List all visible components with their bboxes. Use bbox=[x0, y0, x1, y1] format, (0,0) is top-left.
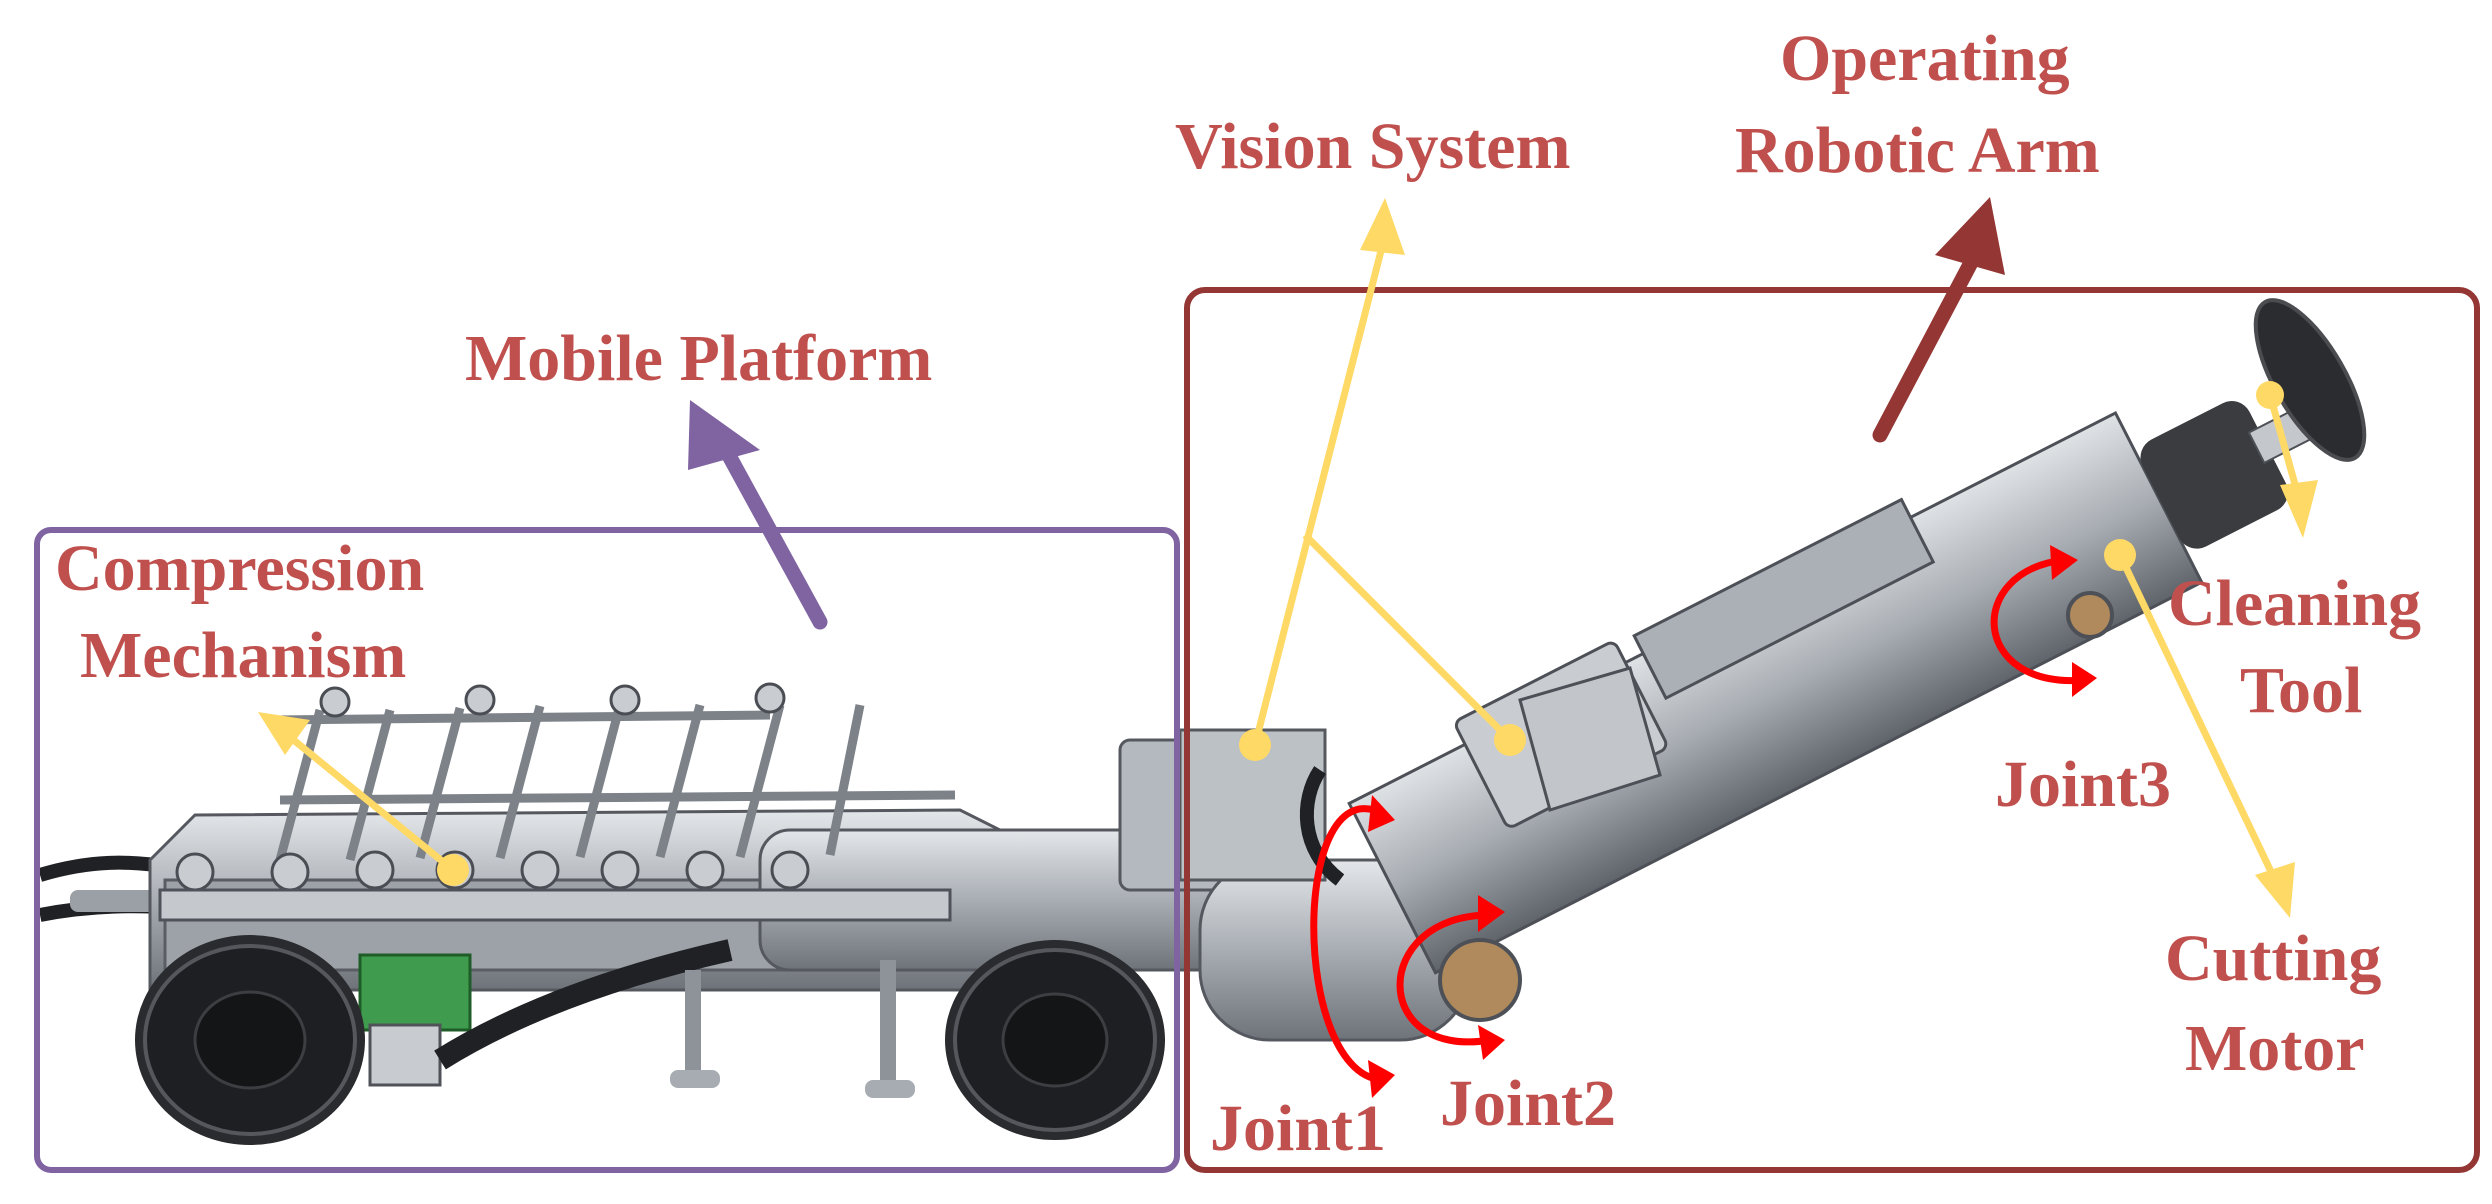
joint3-rotation-arrow bbox=[1990, 556, 2086, 685]
operating-robotic-arm-label-line1: Operating bbox=[1780, 22, 2070, 95]
joint2-rotation-arrow bbox=[1396, 911, 1491, 1046]
operating-arm-arrow bbox=[1872, 247, 1983, 443]
cleaning-tool-callout bbox=[2256, 381, 2318, 538]
joint2-label: Joint2 bbox=[1440, 1067, 1616, 1140]
cutting-motor-callout bbox=[2104, 539, 2295, 918]
cleaning-tool-label-line1: Cleaning bbox=[2168, 567, 2421, 640]
operating-robotic-arm-label-line2: Robotic Arm bbox=[1735, 114, 2100, 187]
vision-system-callout bbox=[1239, 198, 1526, 761]
compression-mechanism-label-line1: Compression bbox=[55, 532, 424, 605]
mobile-platform-arrowhead bbox=[688, 400, 760, 470]
cutting-motor-label-line1: Cutting bbox=[2165, 922, 2381, 995]
cleaning-tool-label-line2: Tool bbox=[2240, 654, 2362, 727]
joint1-rotation-arrow bbox=[1310, 805, 1387, 1084]
joint3-label: Joint3 bbox=[1995, 748, 2171, 821]
pipe-robot-photo-illustration bbox=[37, 298, 2367, 1145]
operating-robotic-arm-box bbox=[1184, 287, 2480, 1173]
mobile-platform-label: Mobile Platform bbox=[465, 322, 932, 395]
operating-arm-arrowhead bbox=[1935, 197, 2005, 275]
mobile-platform-arrow bbox=[707, 422, 828, 630]
compression-mechanism-callout bbox=[258, 712, 469, 886]
compression-mechanism-label-line2: Mechanism bbox=[80, 619, 406, 692]
cutting-motor-label-line2: Motor bbox=[2185, 1012, 2365, 1085]
mobile-platform-box bbox=[34, 527, 1180, 1173]
joint1-label: Joint1 bbox=[1210, 1092, 1386, 1165]
vision-system-label: Vision System bbox=[1175, 110, 1570, 183]
